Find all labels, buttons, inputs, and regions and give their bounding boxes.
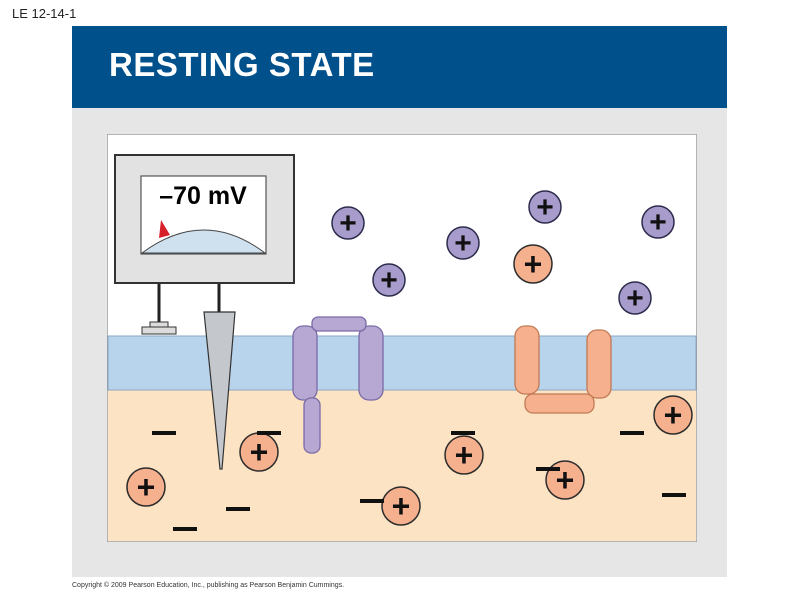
minus-sign <box>536 467 560 471</box>
minus-sign <box>360 499 384 503</box>
svg-text:+: + <box>626 282 644 315</box>
ion-plus-purple: + <box>331 206 365 240</box>
svg-text:+: + <box>137 469 156 505</box>
svg-text:+: + <box>392 488 411 524</box>
orange-ions: + + + + + + + <box>126 244 693 526</box>
ion-plus-orange: + <box>513 244 553 284</box>
ion-plus-orange: + <box>545 460 585 500</box>
copyright-text: Copyright © 2009 Pearson Education, Inc.… <box>72 582 345 589</box>
title-bar: RESTING STATE <box>72 26 727 108</box>
svg-text:+: + <box>455 437 474 473</box>
svg-text:+: + <box>250 434 269 470</box>
purple-ions: + + + + + + <box>331 190 675 315</box>
svg-text:+: + <box>339 207 357 240</box>
voltage-reading: –70 mV <box>159 182 247 210</box>
ion-plus-purple: + <box>641 205 675 239</box>
svg-text:+: + <box>649 206 667 239</box>
membrane-diagram: –70 mV + <box>107 134 697 542</box>
ion-plus-orange: + <box>126 467 166 507</box>
svg-text:+: + <box>524 246 543 282</box>
potassium-channel <box>514 325 612 414</box>
microelectrode <box>203 311 236 470</box>
ion-plus-purple: + <box>446 226 480 260</box>
minus-sign <box>173 527 197 531</box>
voltmeter: –70 mV <box>114 154 295 324</box>
ion-plus-purple: + <box>618 281 652 315</box>
svg-text:+: + <box>380 264 398 297</box>
svg-text:+: + <box>556 462 575 498</box>
minus-sign <box>257 431 281 435</box>
ion-plus-orange: + <box>239 432 279 472</box>
slide-label: LE 12-14-1 <box>12 6 77 21</box>
minus-sign <box>662 493 686 497</box>
sodium-channel <box>292 316 384 454</box>
reference-electrode <box>141 321 177 335</box>
ion-plus-orange: + <box>381 486 421 526</box>
minus-sign <box>620 431 644 435</box>
minus-sign <box>451 431 475 435</box>
svg-text:+: + <box>454 227 472 260</box>
minus-sign <box>152 431 176 435</box>
ion-plus-orange: + <box>653 395 693 435</box>
svg-text:+: + <box>664 397 683 433</box>
ion-plus-purple: + <box>372 263 406 297</box>
ion-plus-orange: + <box>444 435 484 475</box>
figure-panel: RESTING STATE –70 mV <box>72 26 727 577</box>
ion-plus-purple: + <box>528 190 562 224</box>
negative-charges <box>152 431 686 531</box>
meter-needle <box>159 220 170 238</box>
minus-sign <box>226 507 250 511</box>
meter-dial <box>140 229 267 254</box>
page-title: RESTING STATE <box>109 46 375 83</box>
svg-text:+: + <box>536 191 554 224</box>
